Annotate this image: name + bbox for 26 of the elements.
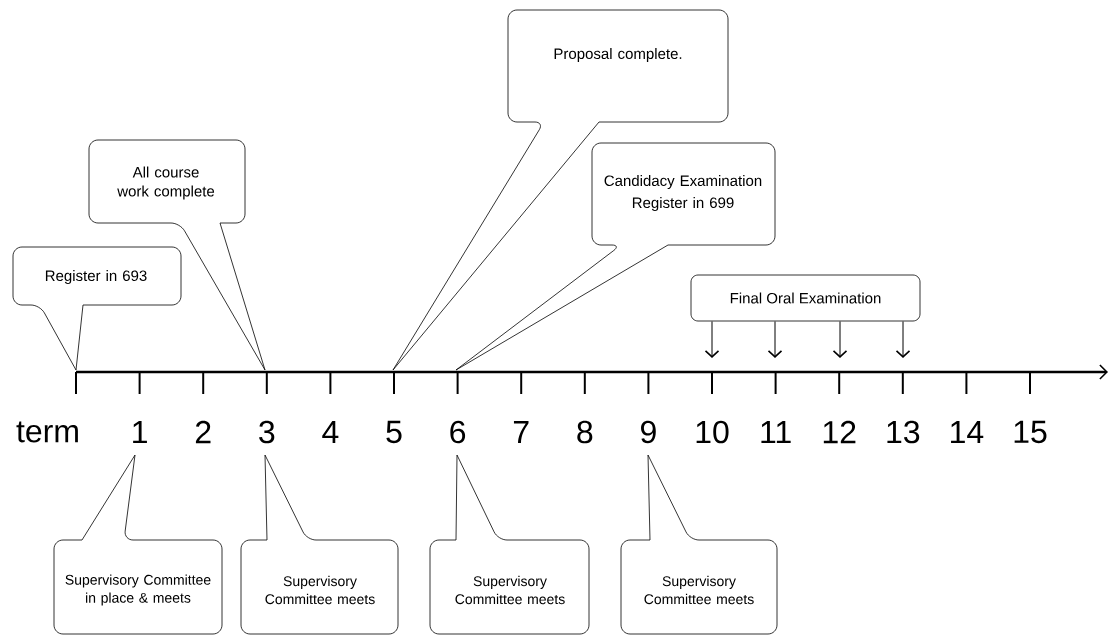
term-number: 15: [1014, 420, 1047, 444]
term-number: 11: [761, 421, 791, 443]
arrow: [895, 320, 911, 358]
term-number: 2: [195, 420, 211, 444]
callout-box: Final Oral Examination: [690, 274, 921, 322]
term-number: 14: [951, 421, 984, 443]
speech-bubble: Supervisory Committee meets: [240, 454, 399, 635]
speech-bubble: Supervisory Committee in place & meets: [53, 454, 223, 635]
arrow: [767, 320, 783, 358]
term-number: 1: [133, 421, 147, 443]
term-number: 10: [696, 420, 729, 444]
term-number: 13: [887, 420, 920, 444]
speech-bubble: Supervisory Committee meets: [620, 454, 778, 635]
term-number: 3: [259, 420, 275, 444]
term-label: term: [16, 421, 78, 443]
term-number: 4: [322, 421, 339, 443]
term-number: 8: [577, 420, 593, 444]
term-number: 5: [386, 420, 402, 444]
term-number: 12: [823, 420, 856, 444]
term-number: 7: [513, 421, 529, 443]
speech-bubble: Register in 693: [12, 246, 182, 371]
term-number: 9: [641, 420, 656, 444]
arrow: [832, 320, 848, 358]
arrow: [704, 320, 720, 358]
term-number: 6: [450, 420, 466, 444]
speech-bubble: Supervisory Committee meets: [429, 454, 590, 635]
